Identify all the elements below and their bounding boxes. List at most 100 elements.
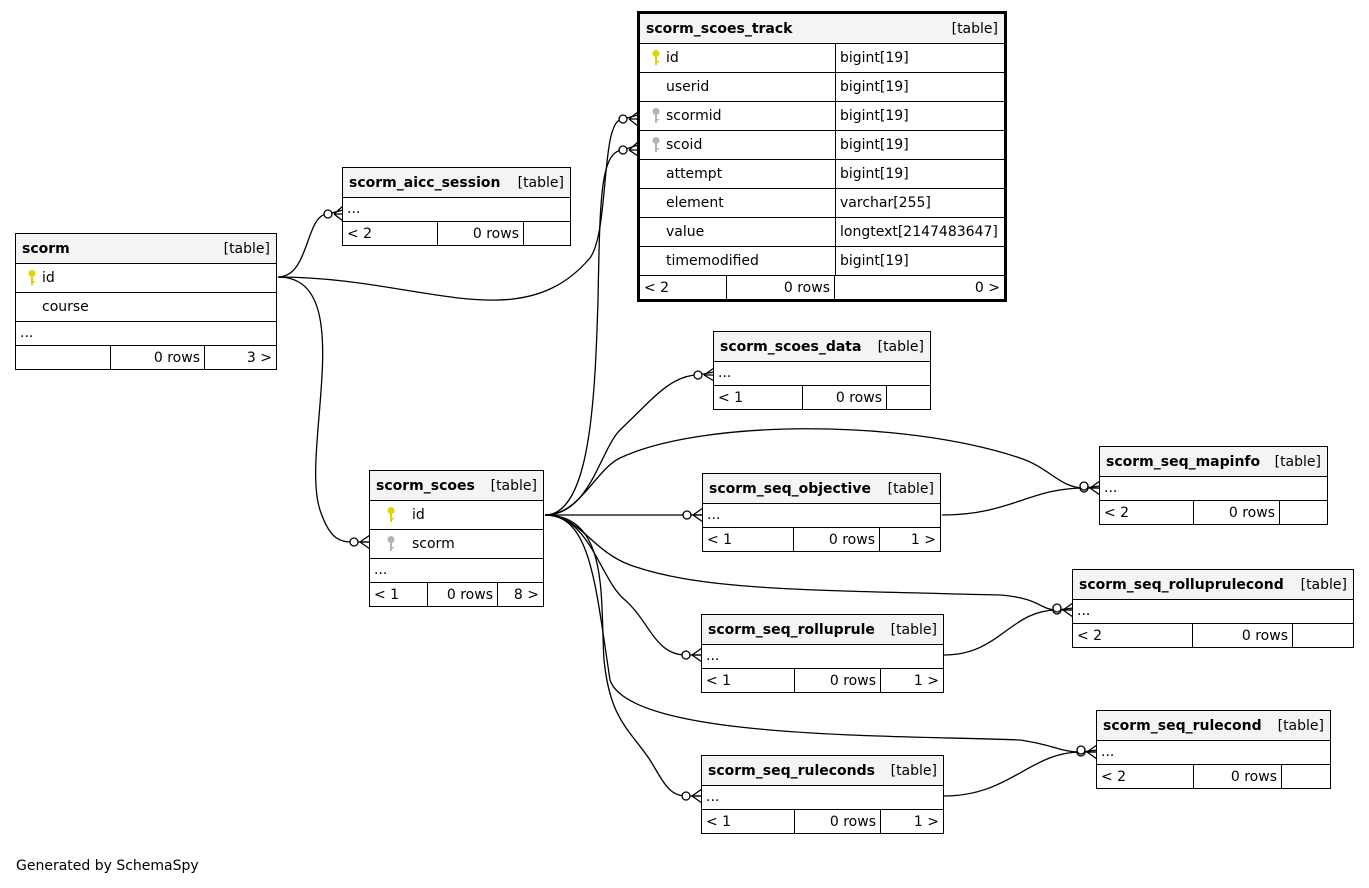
children-count[interactable]: 1 > [880,810,943,833]
table-name[interactable]: scorm_seq_rolluprule [708,621,875,638]
column-row[interactable]: id [16,263,276,292]
table-name[interactable]: scorm_aicc_session [349,174,501,191]
table-name[interactable]: scorm_seq_mapinfo [1106,453,1261,470]
table-footer: < 2 0 rows 0 > [640,275,1004,299]
table-scorm-seq-ruleconds[interactable]: scorm_seq_ruleconds [table] ... < 1 0 ro… [701,755,944,834]
table-kind: [table] [1300,576,1347,593]
table-header[interactable]: scorm_scoes_track [table] [640,14,1004,43]
children-count[interactable] [1281,765,1330,788]
table-name[interactable]: scorm_seq_rulecond [1103,717,1262,734]
more-columns-row[interactable]: ... [16,321,276,345]
edge-objective-mapinfo [941,487,1100,516]
table-scorm[interactable]: scorm [table] id course ... 0 rows 3 > [15,233,277,370]
children-count[interactable]: 8 > [497,583,543,606]
more-columns-row[interactable]: ... [370,558,543,582]
table-scorm-scoes[interactable]: scorm_scoes [table] id scorm ... < 1 0 r… [369,470,544,607]
table-name[interactable]: scorm [22,240,70,257]
more-columns-row[interactable]: ... [702,644,943,668]
table-header[interactable]: scorm_scoes [table] [370,471,543,500]
parents-count[interactable]: < 1 [706,813,732,830]
column-cell: timemodified [640,247,835,275]
endpoint-marker [681,647,703,663]
more-columns-row[interactable]: ... [343,197,570,221]
table-header[interactable]: scorm_seq_rolluprule [table] [702,615,943,644]
children-count[interactable]: 3 > [204,346,276,369]
table-name[interactable]: scorm_seq_ruleconds [708,762,875,779]
table-name[interactable]: scorm_scoes [376,477,475,494]
table-kind: [table] [517,174,564,191]
parents-count[interactable]: < 1 [707,531,733,548]
more-columns-row[interactable]: ... [1097,740,1330,764]
column-type: bigint[19] [835,102,1004,130]
table-scorm-seq-rulecond[interactable]: scorm_seq_rulecond [table] ... < 2 0 row… [1096,710,1331,789]
table-footer: < 2 0 rows [343,221,570,245]
table-header[interactable]: scorm_seq_rulecond [table] [1097,711,1330,740]
parents-count[interactable]: < 1 [374,586,400,603]
more-columns-row[interactable]: ... [1073,599,1353,623]
table-scorm-scoes-data[interactable]: scorm_scoes_data [table] ... < 1 0 rows [713,331,931,410]
table-header[interactable]: scorm_seq_objective [table] [703,474,940,503]
parents-count[interactable]: < 1 [706,672,732,689]
parents-count[interactable]: < 2 [1104,504,1130,521]
parents-count[interactable]: < 2 [347,225,373,242]
table-footer: < 2 0 rows [1097,764,1330,788]
table-header[interactable]: scorm_seq_ruleconds [table] [702,756,943,785]
parents-count[interactable]: < 2 [1077,627,1103,644]
table-scorm-seq-rolluprule[interactable]: scorm_seq_rolluprule [table] ... < 1 0 r… [701,614,944,693]
more-columns-row[interactable]: ... [1100,476,1327,500]
column-row[interactable]: course [16,292,276,321]
parents-count[interactable]: < 2 [644,279,670,296]
column-row[interactable]: id [370,500,543,529]
children-count[interactable] [523,222,570,245]
parents-count[interactable]: < 2 [1101,768,1127,785]
table-kind: [table] [951,20,998,37]
table-scorm-aicc-session[interactable]: scorm_aicc_session [table] ... < 2 0 row… [342,167,571,246]
row-count: 0 rows [794,810,880,833]
generated-by-note: Generated by SchemaSpy [16,858,199,874]
parents-count[interactable] [16,346,110,369]
edge-scoes-rolluprulecond [544,514,1074,611]
parents-count[interactable]: < 1 [718,389,744,406]
table-header[interactable]: scorm_scoes_data [table] [714,332,930,361]
children-count[interactable]: 1 > [879,528,940,551]
table-scorm-seq-objective[interactable]: scorm_seq_objective [table] ... < 1 0 ro… [702,473,941,552]
children-count[interactable]: 1 > [880,669,943,692]
table-name[interactable]: scorm_scoes_track [646,20,793,37]
row-count: 0 rows [427,583,497,606]
table-name[interactable]: scorm_scoes_data [720,338,862,355]
endpoint-marker [618,141,639,157]
column-name: id [666,50,679,66]
column-row[interactable]: scorm [370,529,543,558]
table-header[interactable]: scorm_seq_rolluprulecond [table] [1073,570,1353,599]
table-header[interactable]: scorm_aicc_session [table] [343,168,570,197]
column-name: course [42,299,89,315]
table-name[interactable]: scorm_seq_objective [709,480,871,497]
more-columns-ellipsis: ... [718,365,732,381]
endpoint-marker [693,367,715,382]
more-columns-row[interactable]: ... [702,785,943,809]
table-name[interactable]: scorm_seq_rolluprulecond [1079,576,1284,593]
column-name: userid [666,79,710,95]
children-count[interactable]: 0 > [834,276,1004,299]
children-count[interactable] [1279,501,1327,524]
children-count[interactable] [886,386,930,409]
table-scorm-seq-rolluprulecond[interactable]: scorm_seq_rolluprulecond [table] ... < 2… [1072,569,1354,648]
table-footer: < 1 0 rows 8 > [370,582,543,606]
more-columns-row[interactable]: ... [714,361,930,385]
children-count[interactable] [1292,624,1353,647]
table-scorm-seq-mapinfo[interactable]: scorm_seq_mapinfo [table] ... < 2 0 rows [1099,446,1328,525]
table-header[interactable]: scorm_seq_mapinfo [table] [1100,447,1327,476]
table-header[interactable]: scorm [table] [16,234,276,263]
more-columns-row[interactable]: ... [703,503,940,527]
column-type: bigint[19] [835,131,1004,159]
